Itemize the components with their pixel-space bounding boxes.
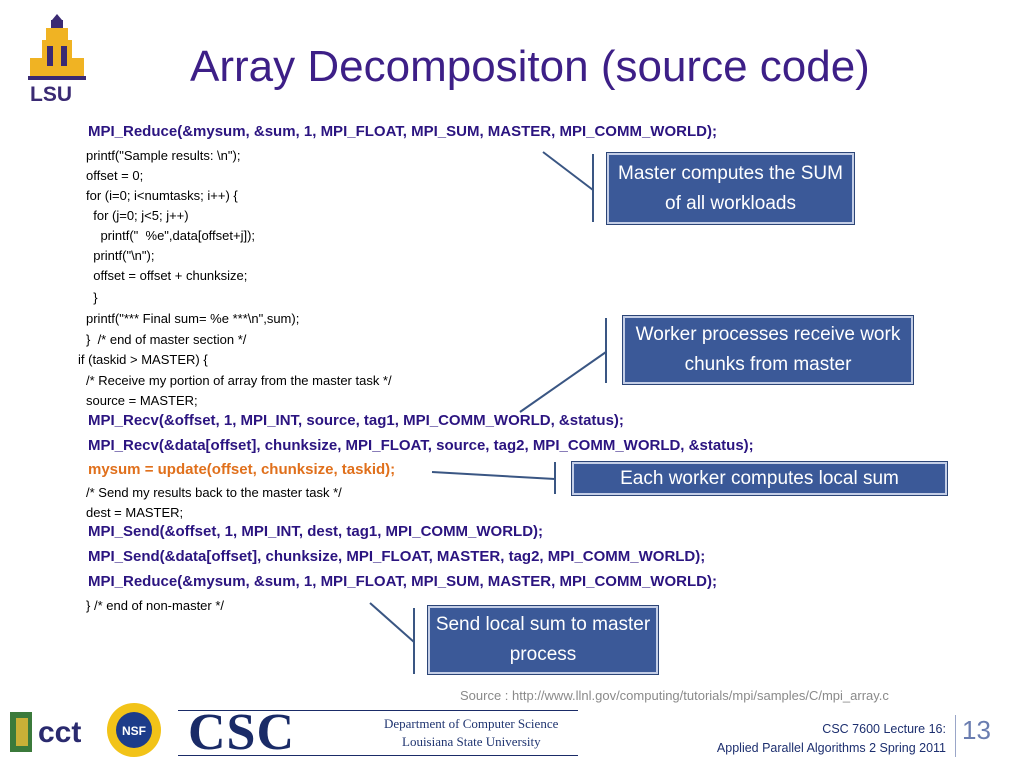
slide-title: Array Decompositon (source code): [190, 42, 870, 91]
code-line: offset = 0;: [86, 168, 144, 183]
code-line-highlighted: MPI_Recv(&data[offset], chunksize, MPI_F…: [88, 437, 754, 454]
dept-name: Department of Computer Science: [384, 716, 559, 731]
nsf-logo: NSF: [104, 700, 164, 760]
code-line: for (j=0; j<5; j++): [86, 208, 189, 223]
code-line-highlighted: MPI_Recv(&offset, 1, MPI_INT, source, ta…: [88, 412, 624, 429]
connector-send: [369, 602, 415, 674]
code-line: }: [86, 290, 98, 305]
code-line: for (i=0; i<numtasks; i++) {: [86, 188, 238, 203]
footer-lecture-title: Applied Parallel Algorithms 2 Spring 201…: [716, 741, 946, 755]
connector-worker: [519, 318, 607, 413]
lsu-logo: [22, 14, 92, 106]
code-line-highlighted: mysum = update(offset, chunksize, taskid…: [88, 461, 396, 478]
csc-logo-box: [178, 710, 578, 756]
footer-course: CSC 7600 Lecture 16:: [822, 722, 946, 736]
nsf-text: NSF: [122, 724, 146, 738]
callout-worker-receive: Worker processes receive work chunks fro…: [623, 316, 913, 384]
code-line-highlighted: MPI_Send(&offset, 1, MPI_INT, dest, tag1…: [88, 523, 544, 540]
callout-master-sum: Master computes the SUM of all workloads: [607, 153, 854, 224]
code-line: } /* end of non-master */: [86, 598, 225, 613]
code-line: printf("Sample results: \n");: [86, 148, 241, 163]
code-line-highlighted: MPI_Reduce(&mysum, &sum, 1, MPI_FLOAT, M…: [88, 123, 717, 140]
footer-divider: [955, 715, 956, 757]
cct-text: cct: [38, 716, 81, 749]
code-line: printf(" %e",data[offset+j]);: [86, 228, 256, 243]
connector-master: [542, 151, 594, 222]
callout-local-sum: Each worker computes local sum: [572, 462, 947, 495]
cct-logo-icon: cct: [10, 712, 81, 752]
code-line-highlighted: MPI_Reduce(&mysum, &sum, 1, MPI_FLOAT, M…: [88, 573, 717, 590]
code-line-highlighted: MPI_Send(&data[offset], chunksize, MPI_F…: [88, 548, 706, 565]
connector-local: [431, 462, 556, 494]
code-line: source = MASTER;: [86, 393, 198, 408]
code-line: printf("\n");: [86, 248, 155, 263]
code-line: /* Send my results back to the master ta…: [86, 485, 342, 500]
university-name: Louisiana State University: [402, 734, 541, 749]
code-line: offset = offset + chunksize;: [86, 268, 248, 283]
source-link[interactable]: Source : http://www.llnl.gov/computing/t…: [460, 688, 889, 703]
code-line: if (taskid > MASTER) {: [78, 352, 208, 367]
slide-number: 13: [962, 715, 991, 745]
csc-logo-text: CSC: [188, 704, 296, 761]
lsu-tower-icon: [28, 14, 86, 80]
callout-send-sum: Send local sum to master process: [428, 606, 658, 674]
code-line: /* Receive my portion of array from the …: [86, 373, 392, 388]
code-line: } /* end of master section */: [86, 332, 247, 347]
code-line: dest = MASTER;: [86, 505, 184, 520]
code-line: printf("*** Final sum= %e ***\n",sum);: [86, 311, 300, 326]
cct-logo: cct: [8, 708, 98, 756]
lsu-logo-text: LSU: [30, 83, 72, 106]
nsf-globe-icon: NSF: [107, 703, 161, 757]
